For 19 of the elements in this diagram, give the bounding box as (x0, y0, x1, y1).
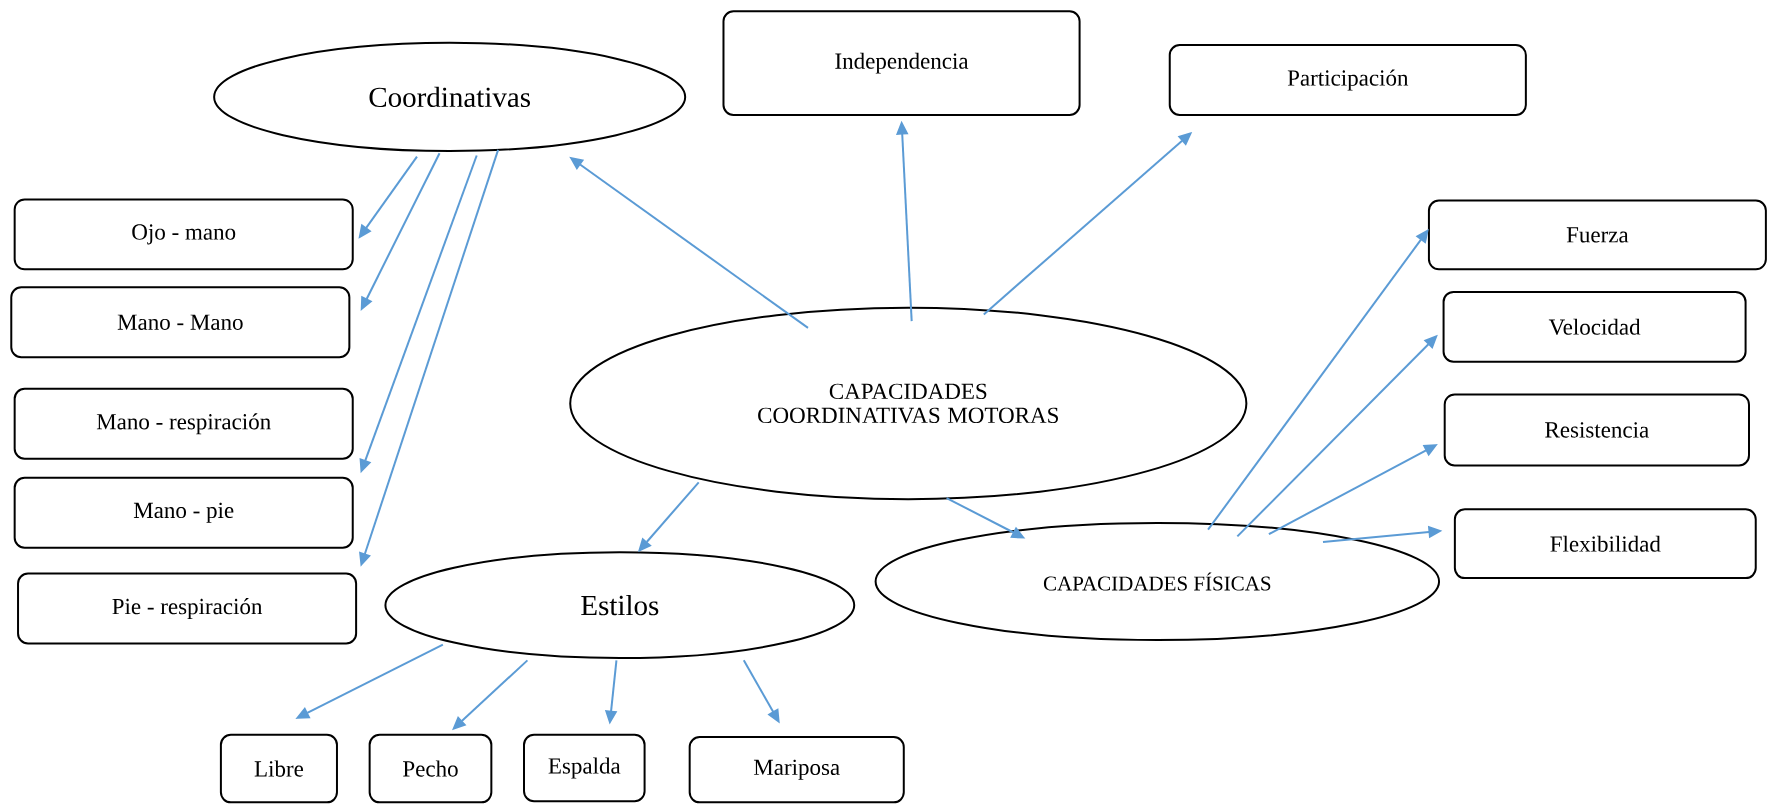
box-node: Flexibilidad (1453, 508, 1757, 580)
box-node: Libre (219, 733, 338, 804)
box-node: Participación (1168, 44, 1527, 117)
box-node: Mariposa (688, 736, 905, 804)
box-node: Velocidad (1442, 291, 1747, 363)
box-node: Pecho (368, 733, 493, 804)
box-node: Fuerza (1427, 199, 1767, 271)
ellipse-node: CAPACIDADES COORDINATIVAS MOTORAS (569, 306, 1248, 501)
box-node: Mano - respiración (13, 387, 354, 460)
box-node: Ojo - mano (13, 198, 354, 271)
box-node: Pie - respiración (17, 572, 358, 645)
ellipse-node: Estilos (384, 551, 856, 660)
box-node: Mano - pie (13, 477, 354, 549)
ellipse-node: CAPACIDADES FÍSICAS (874, 522, 1441, 642)
ellipse-node: Coordinativas (213, 42, 687, 153)
box-node: Espalda (523, 733, 646, 803)
box-node: Independencia (722, 10, 1081, 117)
box-node: Resistencia (1443, 393, 1750, 467)
box-node: Mano - Mano (10, 286, 351, 359)
